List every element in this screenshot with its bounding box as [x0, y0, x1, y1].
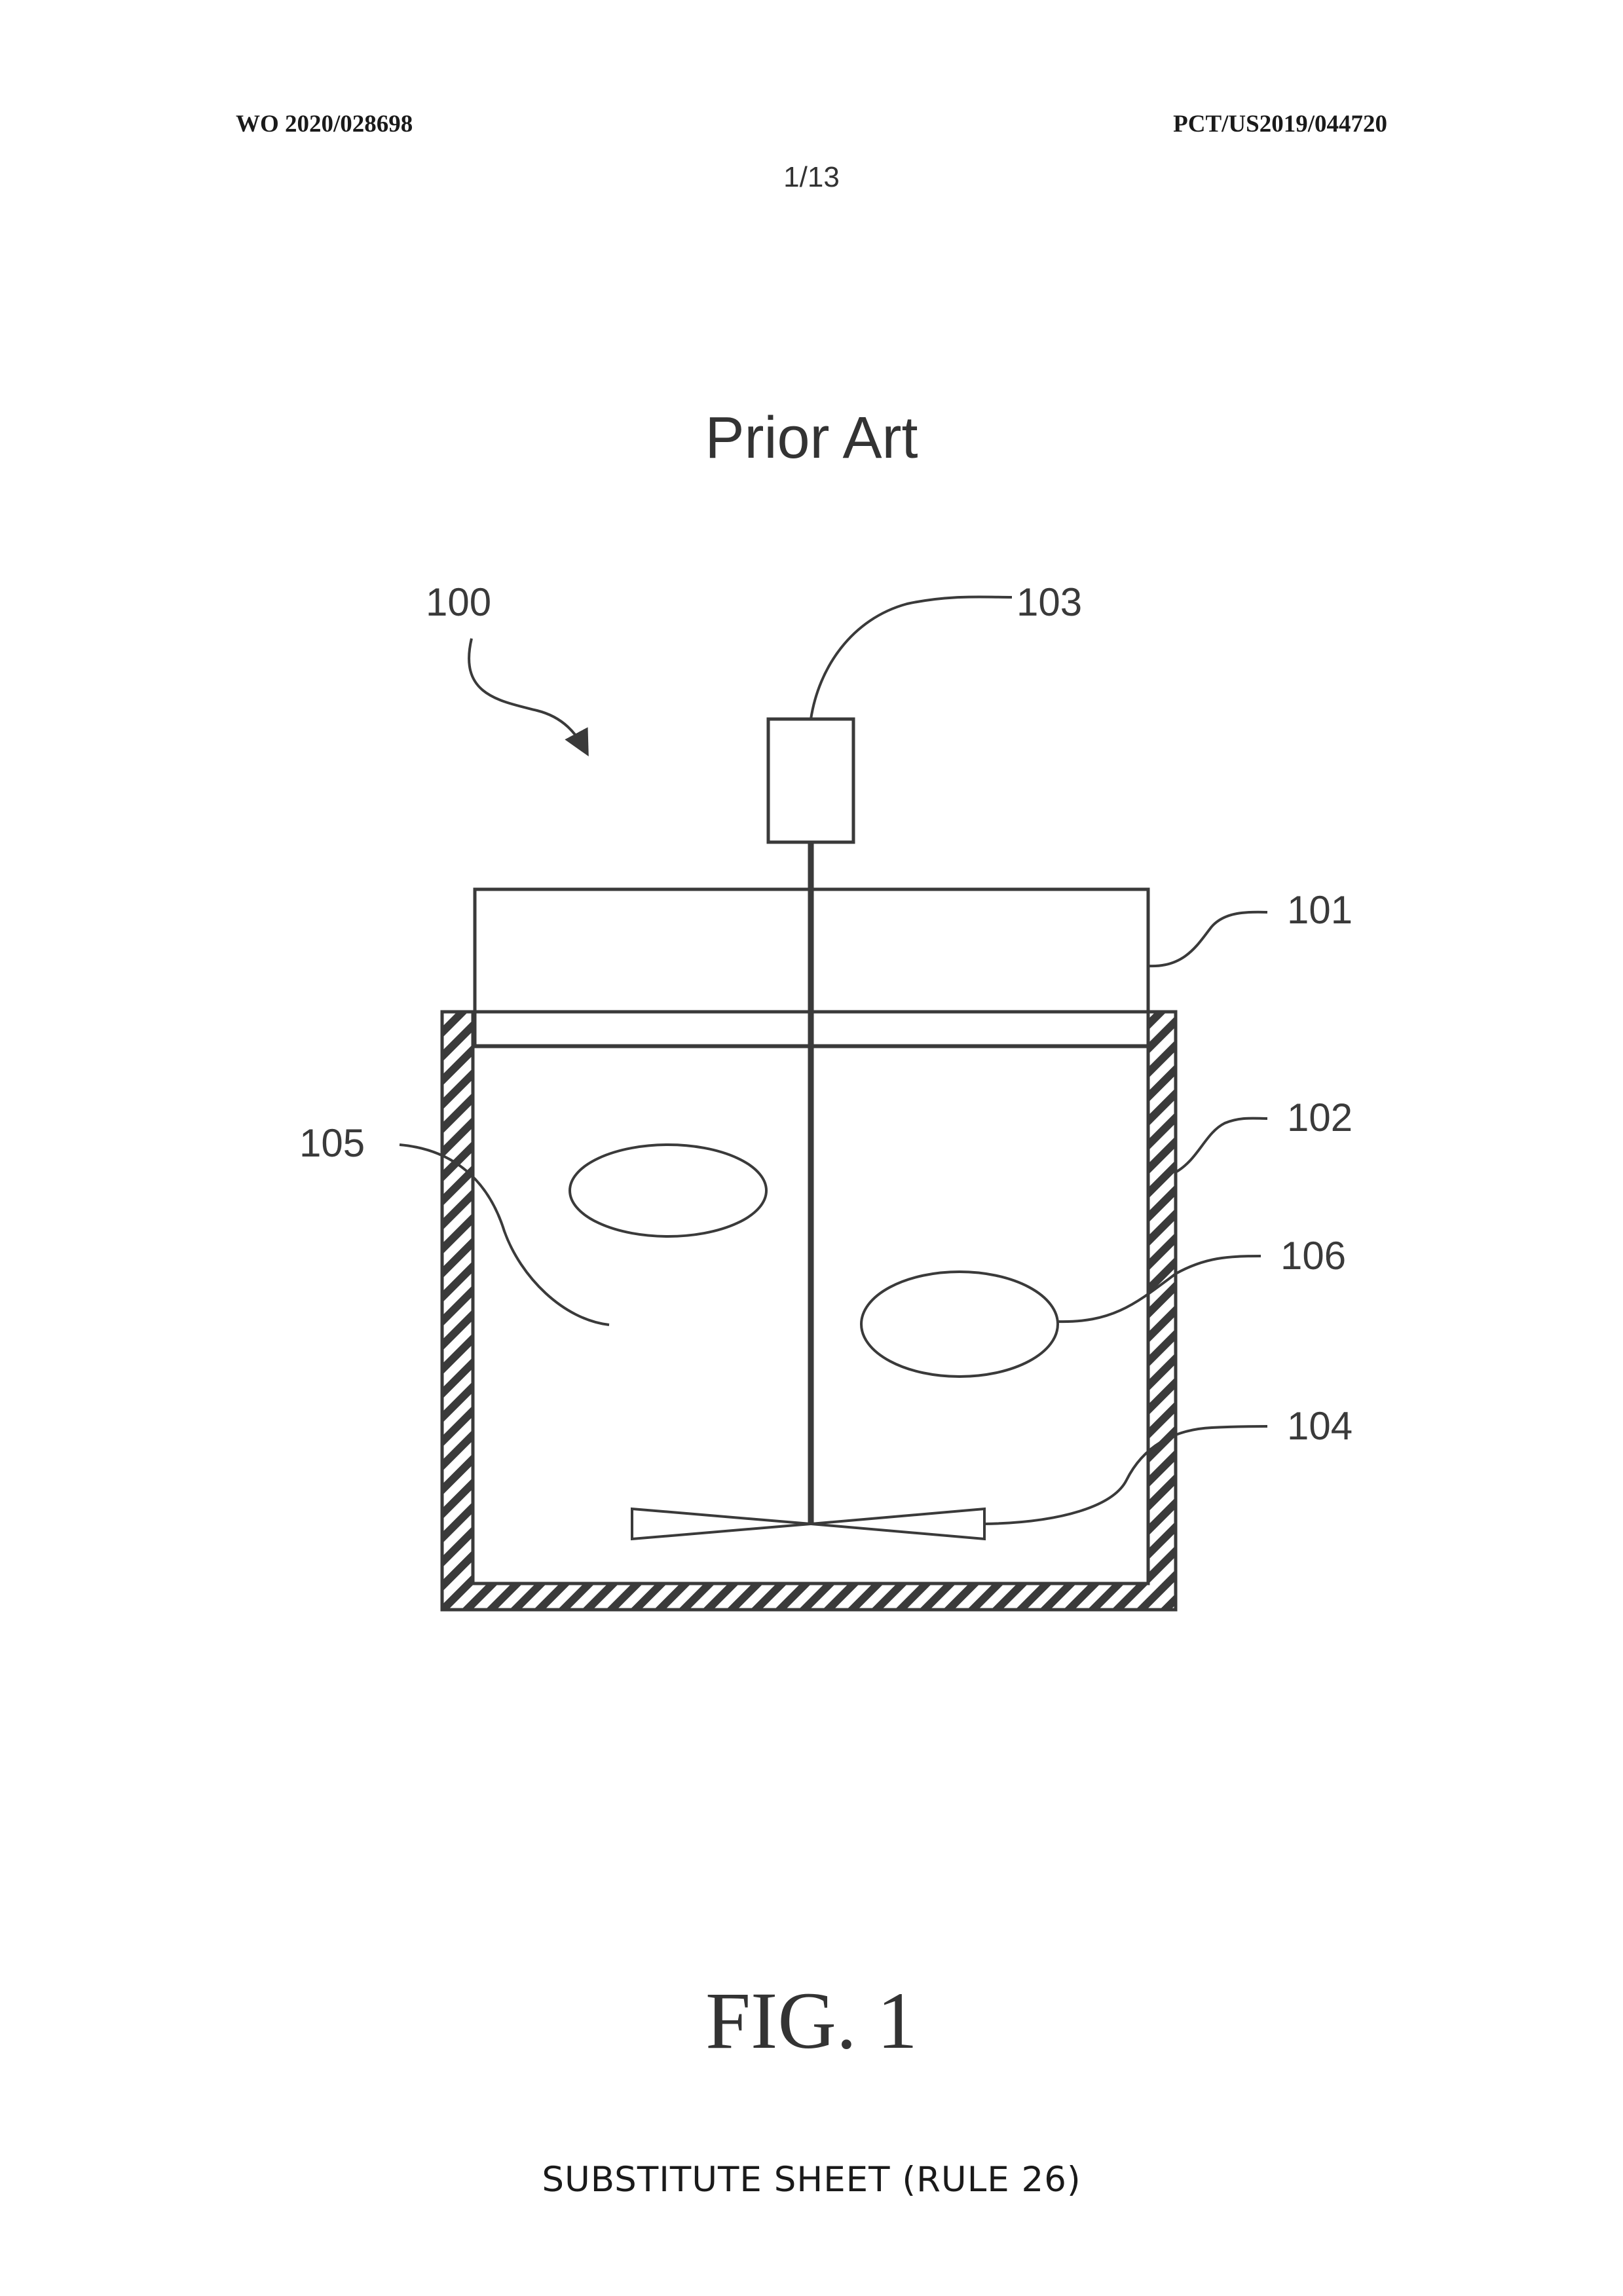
label-102: 102 — [1287, 1096, 1352, 1139]
figure-caption: FIG. 1 — [705, 1976, 918, 2065]
label-103: 103 — [1017, 580, 1082, 624]
publication-number: WO 2020/028698 — [236, 111, 413, 138]
vessel-wall — [440, 1010, 1178, 1612]
leader-line-102 — [1175, 1117, 1268, 1174]
leader-line-105 — [399, 1143, 610, 1326]
label-100: 100 — [426, 580, 491, 624]
label-101: 101 — [1287, 888, 1352, 932]
page-title: Prior Art — [705, 405, 918, 471]
bubble-right — [860, 1270, 1059, 1378]
label-105: 105 — [299, 1121, 365, 1165]
bubble-upper-left — [569, 1143, 768, 1238]
leader-line-106 — [1057, 1255, 1261, 1324]
leader-line-101 — [1147, 910, 1268, 968]
leader-line-100 — [468, 638, 589, 757]
label-104: 104 — [1287, 1404, 1352, 1448]
motor-box — [766, 717, 855, 844]
page-number: 1/13 — [783, 161, 840, 193]
footer-note: SUBSTITUTE SHEET (RULE 26) — [542, 2160, 1081, 2200]
application-number: PCT/US2019/044720 — [1173, 111, 1387, 138]
leader-line-104 — [984, 1425, 1268, 1525]
label-106: 106 — [1280, 1234, 1346, 1278]
leader-line-103 — [810, 595, 1013, 720]
